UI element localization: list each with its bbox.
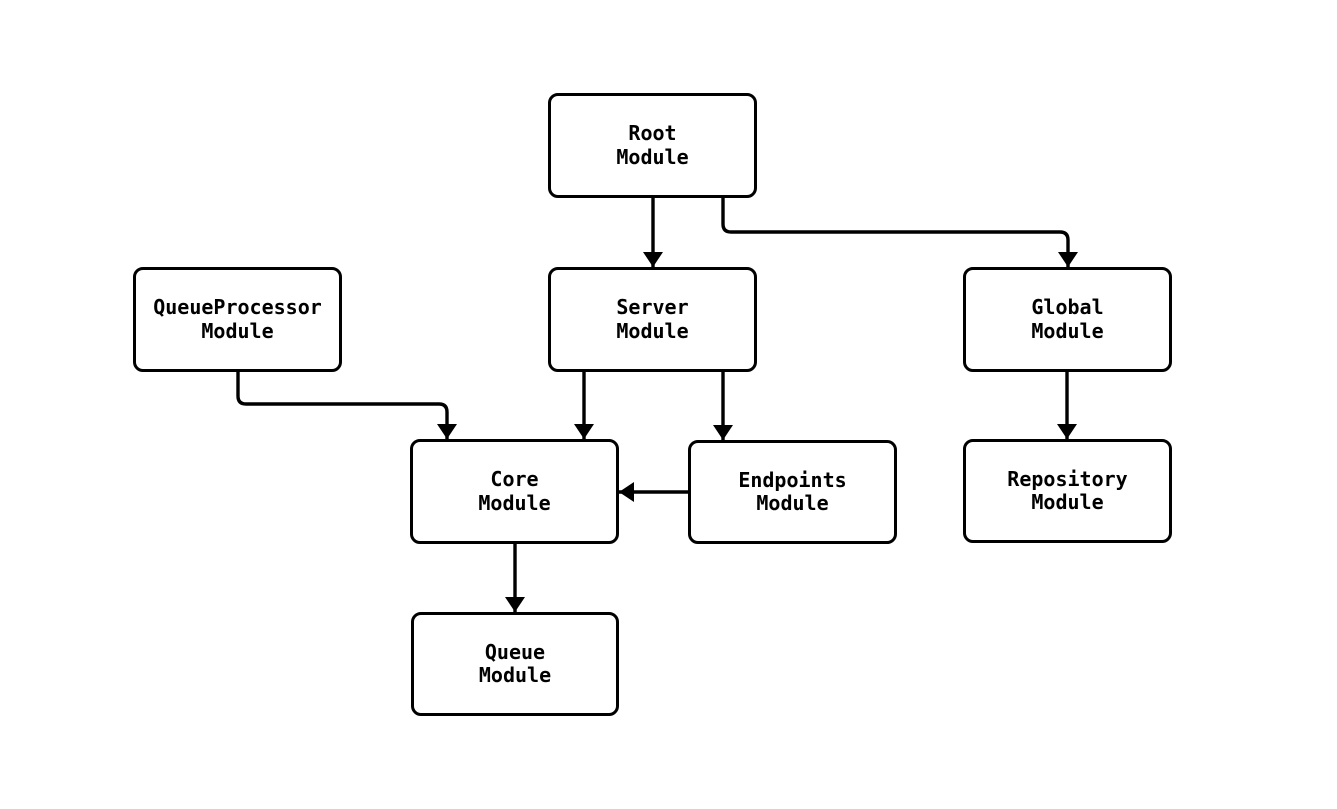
- node-label-line: Module: [478, 663, 552, 687]
- node-label-line: Core: [490, 467, 539, 491]
- node-label-line: Module: [478, 490, 551, 515]
- node-queue-module: Queue Module: [411, 612, 619, 716]
- node-server-module: Server Module: [548, 267, 757, 372]
- node-label-line: Queue: [484, 639, 546, 664]
- node-label-line: Module: [616, 144, 689, 169]
- node-queueprocessor-module: QueueProcessor Module: [133, 267, 342, 372]
- node-core-module: Core Module: [410, 439, 619, 544]
- node-label-line: Module: [201, 318, 274, 343]
- node-label-line: Endpoints: [738, 467, 847, 492]
- node-label-line: Server: [616, 295, 689, 319]
- node-repository-module: Repository Module: [963, 439, 1172, 543]
- edge-queueprocessor-to-core: [236, 372, 457, 439]
- node-label-line: Module: [756, 491, 829, 515]
- node-label-line: Module: [616, 318, 689, 343]
- node-label-line: Root: [628, 121, 677, 145]
- node-label-line: Module: [1031, 490, 1104, 514]
- node-root-module: Root Module: [548, 93, 757, 198]
- edge-root-to-global: [721, 198, 1078, 267]
- node-endpoints-module: Endpoints Module: [688, 440, 897, 544]
- node-label-line: Module: [1031, 318, 1104, 343]
- node-label-line: Global: [1031, 295, 1104, 319]
- node-global-module: Global Module: [963, 267, 1172, 372]
- node-label-line: Repository: [1007, 466, 1128, 491]
- node-label-line: QueueProcessor: [153, 295, 322, 319]
